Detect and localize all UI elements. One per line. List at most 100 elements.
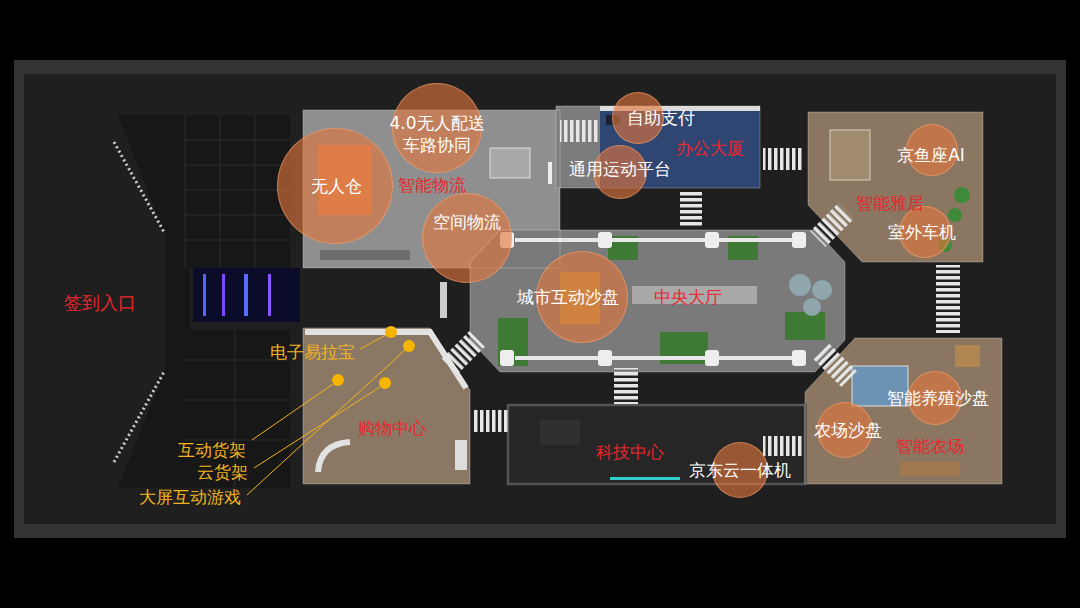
leader-line — [247, 335, 405, 495]
furniture — [598, 232, 612, 248]
furniture — [789, 274, 811, 296]
crosswalks — [472, 410, 508, 432]
zone-name: 中央大厅 — [654, 287, 722, 307]
zone-outline — [805, 338, 1002, 484]
exhibit-zone: 智能雅居 京鱼座AI 室外车机 — [808, 112, 983, 262]
spot-label: 自助支付 — [627, 107, 695, 129]
spot-label: 京鱼座AI — [897, 144, 965, 166]
spot-label: 城市互动沙盘 — [517, 286, 619, 308]
exhibit-zone: 科技中心京东云一体机 — [508, 405, 805, 484]
crosswalks — [441, 331, 485, 375]
furniture — [318, 442, 350, 472]
spot-label: 通用运动平台 — [569, 158, 671, 180]
furniture — [948, 208, 962, 222]
furniture — [610, 477, 680, 480]
spot-label: 空间物流 — [433, 211, 501, 233]
furniture — [792, 350, 806, 366]
crosswalks — [614, 368, 638, 404]
exhibit-zone: 智能物流 4.0无人配送 车路协同无人仓空间物流 — [303, 110, 560, 268]
entrance-building — [185, 400, 290, 401]
callout-label: 电子易拉宝 — [270, 342, 355, 362]
furniture — [812, 280, 832, 300]
furniture — [490, 148, 530, 178]
furniture — [954, 187, 970, 203]
exhibit-spot: 通用运动平台 — [569, 158, 671, 180]
crosswalks — [936, 265, 960, 333]
crosswalks — [560, 120, 598, 142]
zone-floors — [470, 230, 845, 372]
spot-label: 室外车机 — [888, 221, 956, 243]
entrance-building — [185, 190, 290, 191]
exhibit-zone: 智能农场智能养殖沙盘农场沙盘 — [805, 338, 1002, 484]
furniture — [792, 232, 806, 248]
zone-floors — [508, 405, 805, 484]
exhibit-zone: 办公大厦 自助支付通用运动平台 — [556, 106, 760, 188]
leader-line — [360, 335, 386, 349]
furniture — [305, 106, 980, 484]
furniture — [955, 345, 980, 367]
zone-name: 智能物流 — [398, 175, 466, 195]
zone-outline — [556, 106, 760, 188]
crosswalks — [763, 148, 803, 170]
furniture — [455, 440, 467, 470]
furniture — [508, 405, 805, 484]
furniture — [500, 350, 514, 366]
entrance-building — [185, 115, 186, 268]
entrance-building — [114, 115, 300, 488]
ground — [14, 60, 1066, 538]
zone-outline — [470, 230, 845, 372]
furniture — [320, 250, 410, 260]
marker-dot — [379, 377, 391, 389]
exhibit-spot: 无人仓 — [311, 175, 362, 197]
spot-label: 无人仓 — [311, 175, 362, 197]
exhibit-spot: 空间物流 — [433, 211, 501, 233]
entrance-building — [220, 115, 221, 268]
entrance-building — [185, 140, 290, 141]
furniture — [785, 312, 825, 340]
exhibit-spot: 自助支付 — [627, 107, 695, 129]
callout-label: 大屏互动游戏 — [139, 487, 241, 507]
entrance-label: 签到入口 — [64, 293, 136, 313]
furniture — [548, 162, 552, 184]
zone-name: 购物中心 — [358, 418, 426, 438]
marker-dot — [403, 340, 415, 352]
spot-label: 京东云一体机 — [689, 459, 791, 481]
entrance-building — [193, 268, 300, 322]
crosswalks — [813, 343, 857, 387]
entrance-building — [255, 115, 256, 268]
entrance-building — [185, 215, 290, 216]
exhibit-spot: 4.0无人配送 车路协同 — [383, 112, 491, 156]
entrance-building — [268, 274, 271, 316]
entrance-building — [203, 274, 206, 316]
furniture — [598, 350, 612, 366]
furniture — [830, 130, 870, 180]
ground — [24, 74, 1056, 524]
furniture — [440, 282, 447, 318]
zone-name: 科技中心 — [596, 442, 664, 462]
entrance-building — [114, 142, 164, 232]
exhibit-spot: 京东云一体机 — [689, 459, 791, 481]
entrance-building — [244, 274, 248, 316]
crosswalks — [441, 120, 960, 456]
spot-label: 智能养殖沙盘 — [887, 387, 989, 409]
crosswalks — [810, 203, 854, 247]
zone-name: 智能雅居 — [856, 193, 924, 213]
furniture — [803, 298, 821, 316]
crosswalks — [680, 190, 702, 228]
entrance-building — [222, 274, 225, 316]
zone-outline — [808, 112, 983, 262]
spot-label: 农场沙盘 — [814, 419, 882, 441]
exhibit-spot: 智能养殖沙盘 — [887, 387, 989, 409]
leader-line — [252, 384, 333, 440]
spot-label: 4.0无人配送 车路协同 — [383, 112, 491, 156]
zone-floors — [805, 338, 1002, 484]
zone-outline — [508, 405, 805, 484]
exhibit-zone: 中央大厅 城市互动沙盘 — [470, 230, 845, 372]
exhibit-spot: 农场沙盘 — [814, 419, 882, 441]
zone-name: 办公大厦 — [676, 138, 744, 158]
callout-label: 互动货架 — [178, 440, 246, 460]
furniture — [705, 350, 719, 366]
